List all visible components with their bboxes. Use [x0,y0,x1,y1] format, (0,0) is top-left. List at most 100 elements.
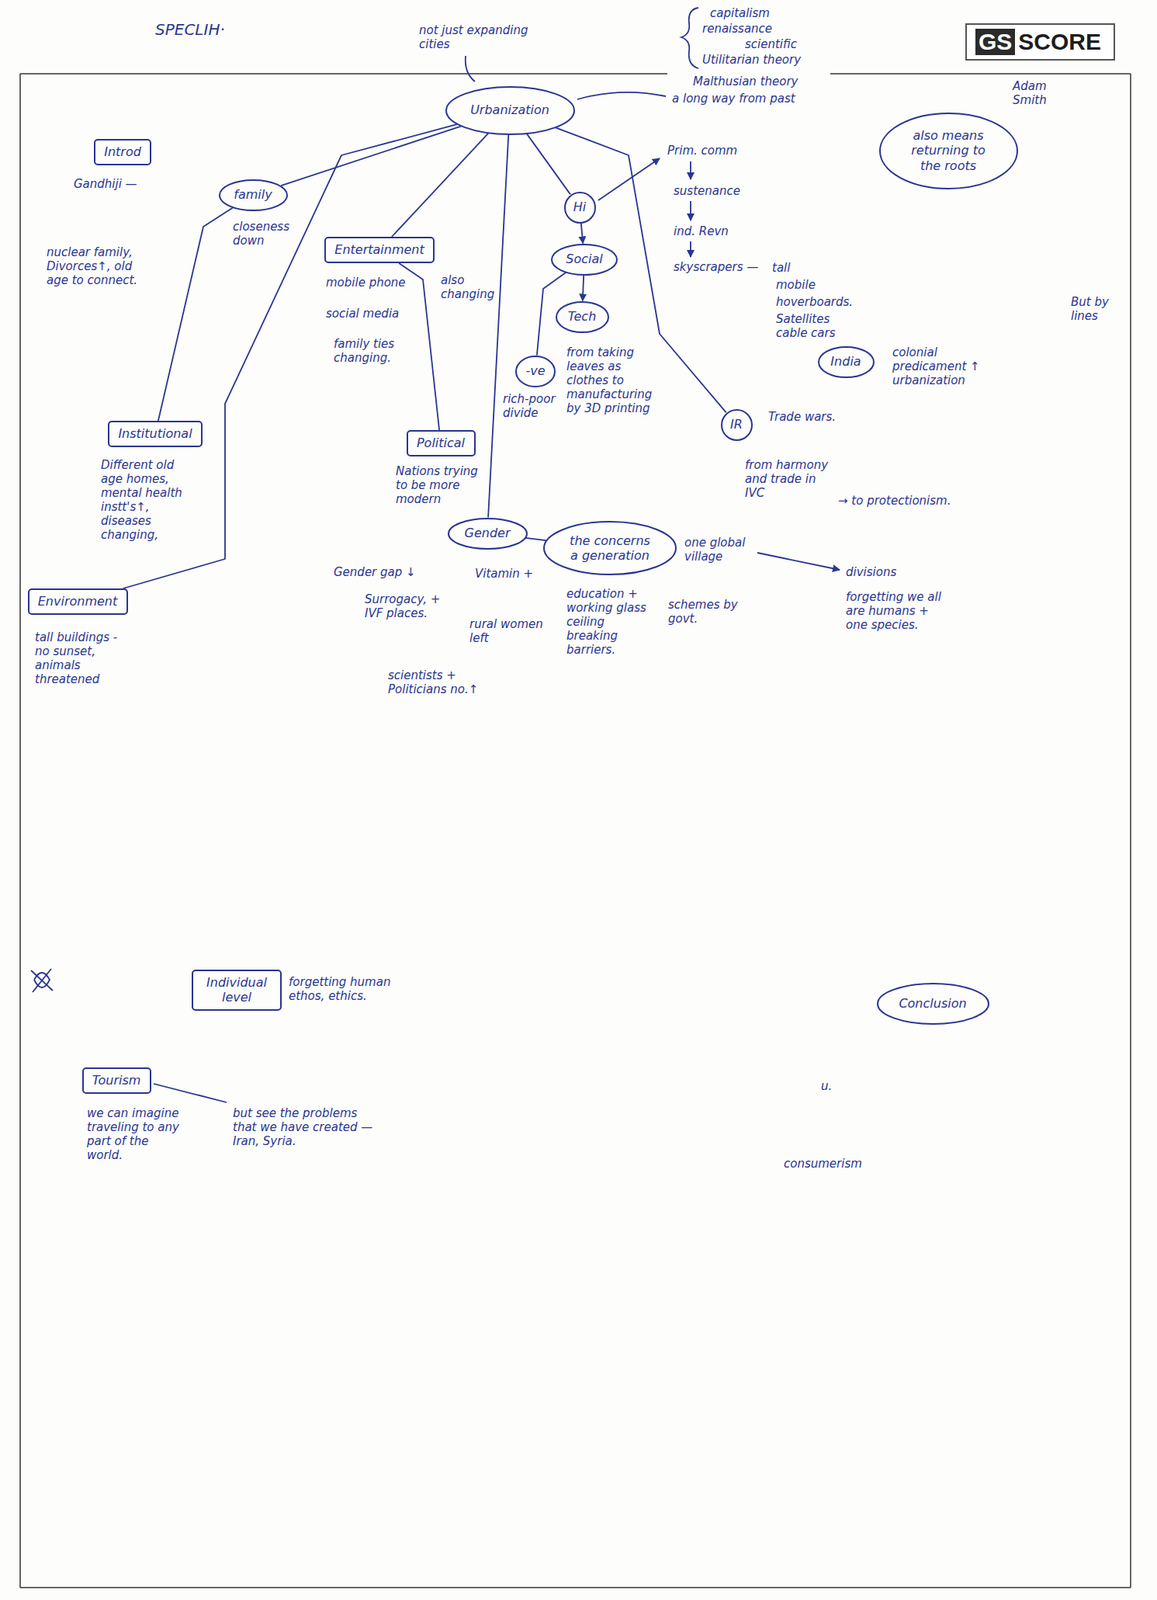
note-text: u. [820,1078,832,1093]
note-text: from harmony and trade in IVC [744,457,831,500]
note-text: a long way from past [672,91,796,106]
logo-box: GSSCORE [965,23,1116,61]
note-text: tall [772,260,790,275]
footer-rule [20,1586,1131,1588]
node-text: Institutional [117,426,192,441]
header-rule [20,72,668,75]
note-text: social media [325,306,399,321]
note-text: scientific [744,37,797,52]
leader-arrow [689,200,692,221]
note-text: from taking leaves as clothes to manufac… [566,345,660,416]
topic-circle: Hi [563,190,597,225]
scribble [31,968,53,992]
connector [536,272,566,356]
note-text: skyscrapers — [673,259,759,274]
connector [391,133,489,237]
logo-text: SCORE [1014,28,1105,56]
node-text: Environment [38,593,118,609]
connector [280,126,461,186]
connector [488,135,509,518]
central-topic: Urbanization [444,85,576,136]
note-text: ind. Revn [673,224,729,239]
margin-rule [19,73,21,1587]
ellipse-shape [564,192,596,223]
section-box: Introd [93,138,152,166]
note-text: → to protectionism. [838,493,951,508]
note-text: we can imagine traveling to any part of … [86,1105,188,1162]
node-text: Gender [464,525,511,541]
bracket [681,7,699,69]
node-text: Tourism [92,1072,142,1088]
leader-line [153,1083,227,1102]
connector [582,275,584,302]
node-text: family [233,187,272,202]
topic-circle: India [817,345,876,379]
note-text: forgetting human ethos, ethics. [288,974,406,1003]
topic-box: Environment [27,588,129,615]
note-text: schemes by govt. [668,597,746,626]
topic-circle: Gender [446,516,529,551]
note-text: mobile [775,277,816,292]
connector [526,133,571,194]
note-text: But by lines [1070,294,1122,323]
note-text: Vitamin + [474,566,534,581]
topic-box: Political [406,429,476,457]
topic-circle: -ve [514,354,557,388]
topic-box: Institutional [107,420,203,447]
connector [525,537,546,541]
note-text: not just expanding cities [419,23,532,52]
note-text: Different old age homes, mental health i… [100,457,194,542]
note-text: tall buildings - no sunset, animals thre… [34,630,129,686]
topic-box: Individual level [191,969,282,1011]
note-text: Gender gap ↓ [333,564,416,579]
note-text: Trade wars. [768,409,836,424]
leader-arrow [689,161,692,180]
note-circle: also means returning to the roots [878,111,1019,191]
note-text: hoverboards. [775,294,853,309]
note-text: rich-poor divide [502,391,564,420]
leader-arrow [689,241,692,257]
node-text: Political [416,435,465,451]
ellipse-shape [448,518,527,549]
topic-box: Entertainment [324,236,435,264]
node-text: -ve [525,363,545,378]
note-text: but see the problems that we have create… [232,1105,381,1148]
topic-box: Tourism [82,1066,152,1094]
topic-circle: Social [550,242,619,277]
leader-arrow [757,552,840,570]
connector [123,124,458,589]
note-text: colonial predicament ↑ urbanization [892,345,994,388]
topic-circle: IR [720,408,754,442]
node-text: Introd [103,144,142,160]
note-text: Prim. comm [667,143,738,158]
node-text: IR [730,416,743,432]
note-text: scientists + Politicians no.↑ [387,668,482,697]
note-text: Adam Smith [1012,79,1060,108]
node-text: Urbanization [470,102,550,118]
ellipse-shape [516,356,555,387]
note-text: education + working glass ceiling breaki… [566,586,652,657]
page-heading: SPECLIH· [155,20,226,39]
note-text: sustenance [673,183,741,198]
note-text: Nations trying to be more modern [395,464,482,506]
ellipse-shape [556,301,609,333]
leader-line [577,92,666,100]
note-text: Utilitarian theory [702,52,801,67]
note-text: divisions [845,564,897,579]
ellipse-shape [551,244,617,275]
note-text: also changing [440,273,497,302]
node-text: Conclusion [898,995,967,1011]
note-text: closeness down [232,219,295,248]
note-text: forgetting we all are humans + one speci… [845,589,947,632]
note-text: Satellites cable cars [775,311,846,340]
note-text: capitalism [710,6,770,21]
note-text: Gandhiji — [73,176,138,191]
ellipse-shape [877,983,989,1024]
ellipse-shape [818,346,874,378]
ellipse-shape [446,86,575,135]
node-text: Hi [573,199,586,215]
node-text: Tech [568,308,597,324]
